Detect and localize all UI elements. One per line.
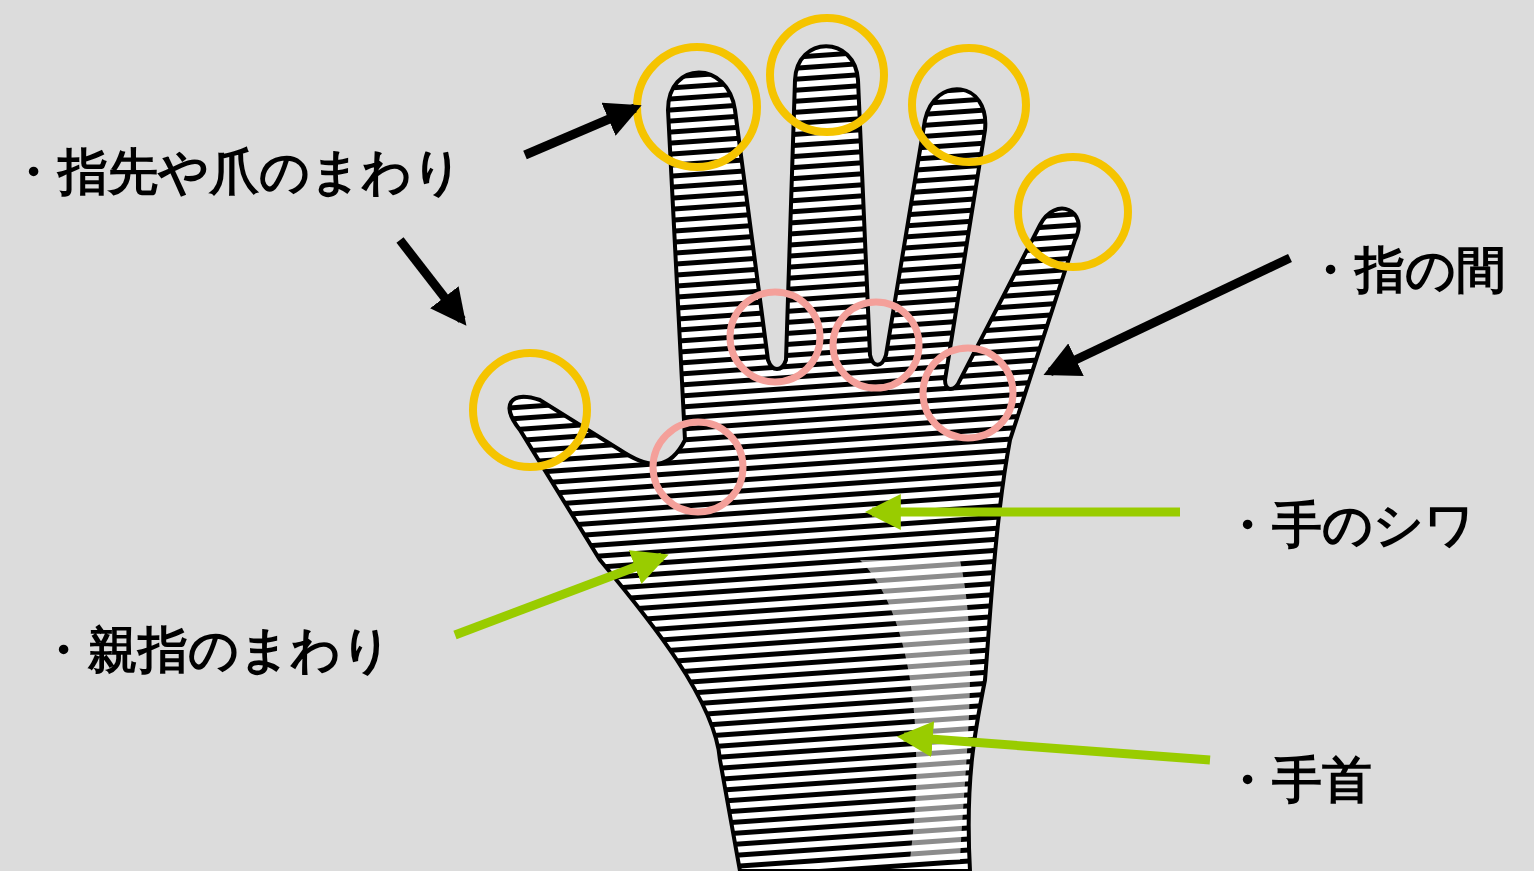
callout-label: ・指の間	[1305, 245, 1506, 295]
finger-gap-circle	[730, 292, 820, 382]
fingertip-circle	[637, 47, 757, 167]
finger-gap-circle	[923, 348, 1013, 438]
pointer-arrow	[455, 557, 662, 635]
callout-label: ・指先や爪のまわり	[8, 147, 463, 197]
finger-gap-circle	[833, 302, 919, 388]
palm-highlight	[860, 560, 970, 860]
callout-label: ・手首	[1222, 755, 1372, 805]
pointer-arrow	[400, 240, 462, 320]
pointer-arrow	[904, 737, 1210, 760]
finger-gap-circle	[653, 422, 743, 512]
fingertip-circle	[1018, 157, 1128, 267]
fingertip-circle	[473, 353, 587, 467]
callout-label: ・親指のまわり	[38, 625, 392, 675]
callout-label: ・手のシワ	[1222, 500, 1475, 550]
pointer-arrow	[872, 508, 1180, 517]
pointer-arrow	[1050, 258, 1290, 372]
fingertip-circle	[912, 48, 1026, 162]
pointer-arrow	[525, 108, 635, 155]
fingertip-circle	[770, 18, 884, 132]
